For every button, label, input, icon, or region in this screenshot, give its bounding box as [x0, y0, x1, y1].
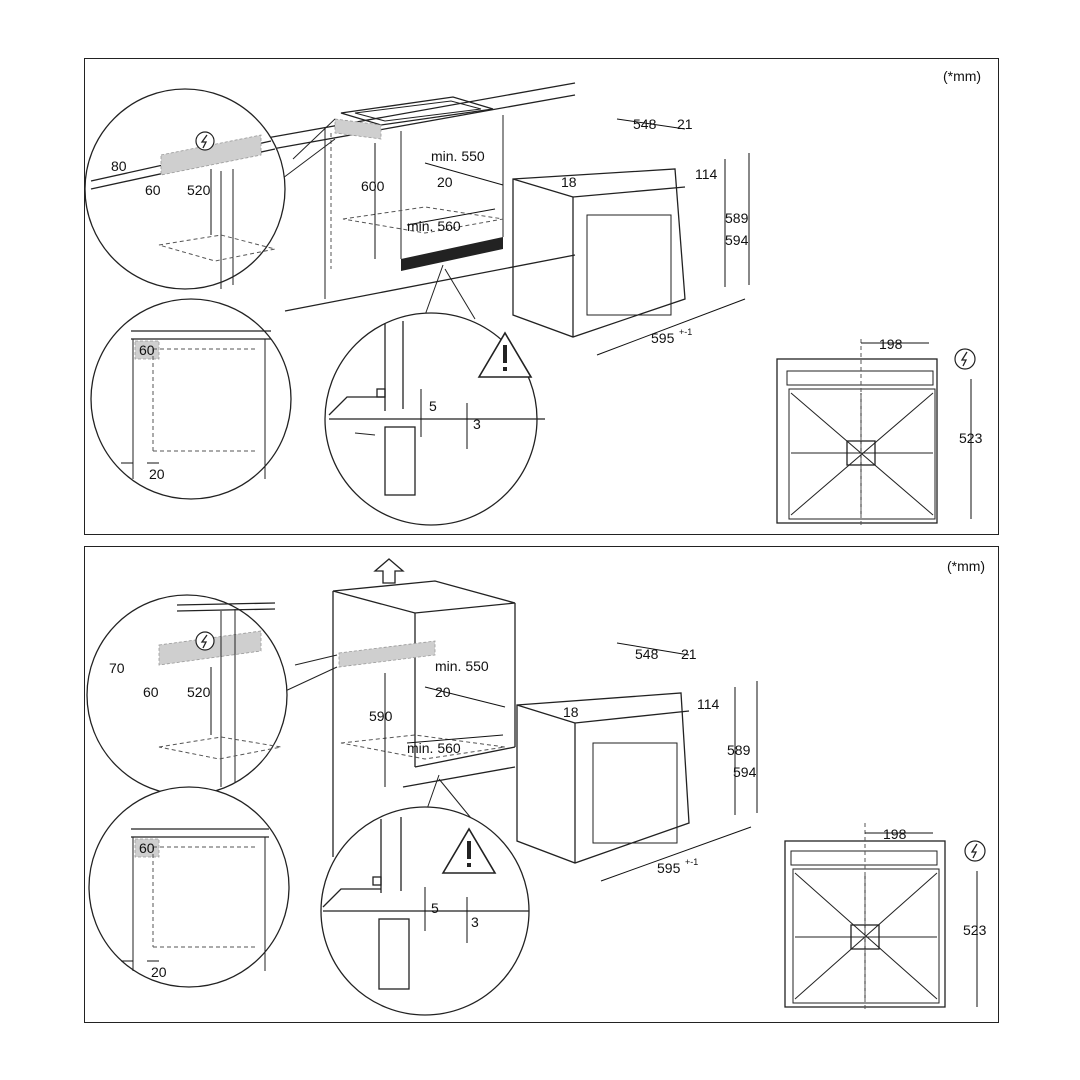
oven-width-tolerance: +-1	[679, 327, 692, 337]
min-width-label: min. 560	[407, 740, 461, 756]
oven-depth-label: 548	[635, 646, 659, 662]
rear-view: 198 523	[776, 336, 983, 525]
side-gap-label: 60	[139, 342, 155, 358]
dim-70-label: 70	[109, 660, 125, 676]
electric-warning-icon	[195, 131, 215, 151]
tall-cabinet: 590 min. 550 20 min. 560	[332, 580, 516, 857]
rear-offset-label: 198	[883, 826, 907, 842]
bottom-installation-panel: (*mm) 590 min. 550 20 min. 560 70 60 520	[84, 546, 999, 1023]
detail-circle-connection: 70 60 520	[86, 594, 338, 796]
top-diagram: (*mm) 600 min. 550 20 min. 560	[85, 68, 983, 526]
electric-warning-icon	[954, 348, 976, 370]
oven-unit: 548 21 18 114 589 594 595 +-1	[516, 642, 758, 882]
cabinet-niche: 600 min. 550 20 min. 560	[330, 115, 504, 271]
oven-width-label: 595	[657, 860, 681, 876]
oven-height-2-label: 594	[725, 232, 749, 248]
dim-520-label: 520	[187, 684, 211, 700]
gap-5-label: 5	[429, 398, 437, 414]
dim-60-label: 60	[145, 182, 161, 198]
oven-panel-label: 114	[695, 166, 718, 182]
hob-cutout	[334, 96, 494, 140]
gap-label: 20	[437, 174, 453, 190]
electric-warning-icon	[964, 840, 986, 862]
gap-label: 20	[435, 684, 451, 700]
oven-height-1-label: 589	[725, 210, 749, 226]
oven-height-1-label: 589	[727, 742, 751, 758]
oven-width-tolerance: +-1	[685, 857, 698, 867]
oven-width-label: 595	[651, 330, 675, 346]
gap-3-label: 3	[473, 416, 481, 432]
oven-top-offset-label: 18	[561, 174, 577, 190]
oven-height-2-label: 594	[733, 764, 757, 780]
rear-offset-label: 198	[879, 336, 903, 352]
warning-triangle-icon	[441, 827, 497, 874]
oven-unit: 548 21 18 114 589 594 595 +-1	[512, 116, 750, 356]
detail-circle-vent-gap: 5 3	[324, 264, 545, 526]
bottom-gap-label: 20	[151, 964, 167, 980]
gap-3-label: 3	[471, 914, 479, 930]
detail-circle-side-gap: 60 20	[90, 298, 292, 500]
oven-top-offset-label: 18	[563, 704, 579, 720]
warning-triangle-icon	[477, 331, 533, 378]
min-depth-label: min. 550	[431, 148, 485, 164]
rear-height-label: 523	[959, 430, 983, 446]
oven-depth-label: 548	[633, 116, 657, 132]
oven-front-label: 21	[681, 646, 697, 662]
electric-warning-icon	[195, 631, 215, 651]
cabinet-height-label: 590	[369, 708, 393, 724]
side-gap-label: 60	[139, 840, 155, 856]
min-width-label: min. 560	[407, 218, 461, 234]
units-note: (*mm)	[947, 558, 985, 574]
rear-view: 198 523	[784, 823, 987, 1009]
gap-5-label: 5	[431, 900, 439, 916]
units-note: (*mm)	[943, 68, 981, 84]
oven-panel-label: 114	[697, 696, 720, 712]
detail-circle-vent-gap: 5 3	[320, 774, 530, 1016]
detail-circle-connection: 80 60 520	[85, 88, 336, 290]
dim-80-label: 80	[111, 158, 127, 174]
dim-520-label: 520	[187, 182, 211, 198]
bottom-diagram: (*mm) 590 min. 550 20 min. 560 70 60 520	[86, 558, 987, 1016]
dim-60-label: 60	[143, 684, 159, 700]
oven-front-label: 21	[677, 116, 693, 132]
min-depth-label: min. 550	[435, 658, 489, 674]
bottom-gap-label: 20	[149, 466, 165, 482]
cabinet-height-label: 600	[361, 178, 385, 194]
rear-height-label: 523	[963, 922, 987, 938]
top-installation-panel: (*mm) 600 min. 550 20 min. 560	[84, 58, 999, 535]
detail-circle-side-gap: 60 20	[88, 786, 290, 988]
up-arrow-icon	[373, 558, 405, 584]
